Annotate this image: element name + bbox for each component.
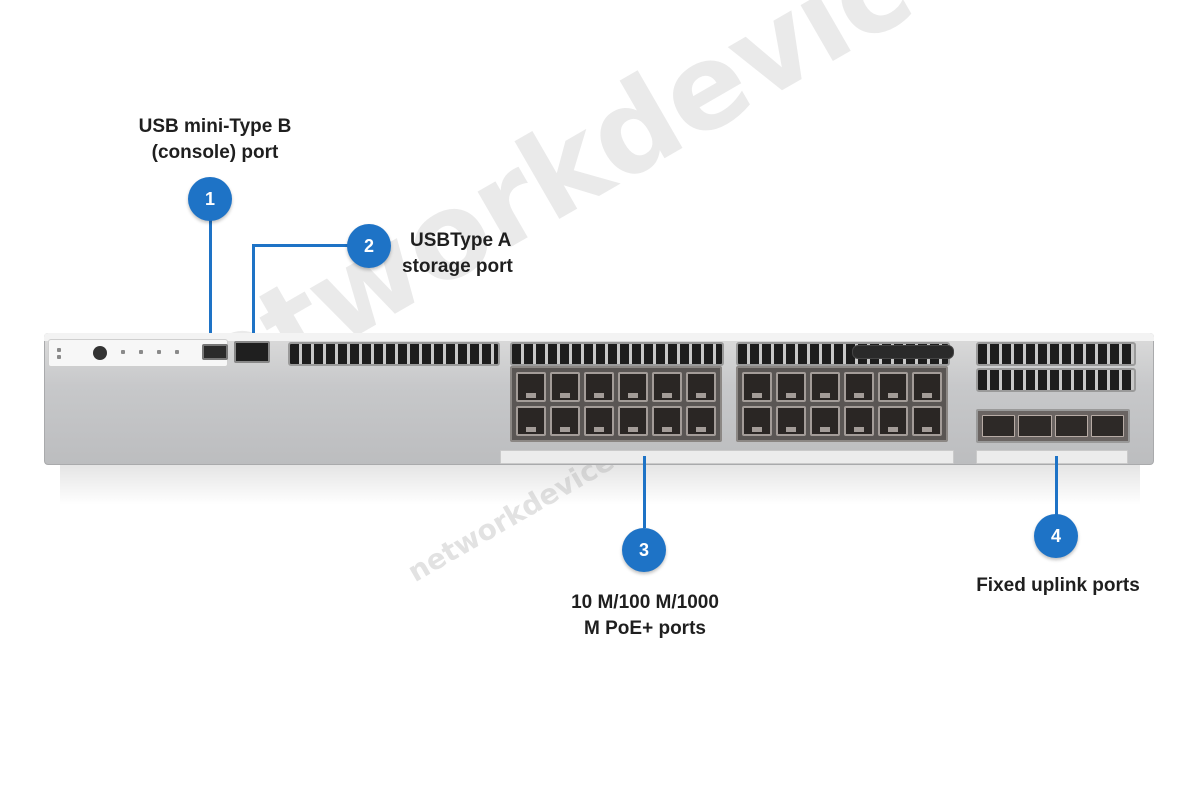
callout-2-label-line-2: storage port xyxy=(402,256,513,277)
usb-type-a-storage-port xyxy=(234,341,270,363)
rj45-port xyxy=(686,372,716,402)
rj45-port xyxy=(686,406,716,436)
chassis-top-edge xyxy=(44,333,1154,341)
callout-2-marker: 2 xyxy=(347,224,391,268)
sfp-port xyxy=(982,415,1016,437)
callout-1-label-line-1: USB mini-Type B xyxy=(138,116,292,137)
callout-1-marker: 1 xyxy=(188,177,232,221)
callout-4-marker: 4 xyxy=(1034,514,1078,558)
rj45-port xyxy=(652,372,682,402)
rj45-port xyxy=(516,372,546,402)
rj45-port xyxy=(844,372,874,402)
callout-1-leader xyxy=(209,210,212,343)
callout-2-leader-horizontal xyxy=(252,244,348,247)
chassis-reflection xyxy=(60,465,1140,505)
port-led-label-strip xyxy=(500,450,954,464)
rj45-port xyxy=(742,372,772,402)
rj45-port xyxy=(912,372,942,402)
sfp-uplink-block xyxy=(976,409,1130,443)
rj45-port xyxy=(618,406,648,436)
callout-3-marker: 3 xyxy=(622,528,666,572)
callout-3-label-line-2: M PoE+ ports xyxy=(584,618,706,639)
rj45-port xyxy=(810,406,840,436)
rj45-port xyxy=(776,406,806,436)
vent-left xyxy=(288,342,500,366)
callout-3-label: 10 M/100 M/1000 M PoE+ ports xyxy=(540,590,750,642)
sfp-port xyxy=(1018,415,1052,437)
rj45-port xyxy=(584,372,614,402)
rj45-port xyxy=(844,406,874,436)
rj45-port xyxy=(878,406,908,436)
rj45-port xyxy=(776,372,806,402)
rj45-port-block-right xyxy=(736,366,948,442)
callout-2-label: USBType A storage port xyxy=(402,228,542,280)
callout-1-label-line-2: (console) port xyxy=(151,142,279,163)
rj45-port xyxy=(810,372,840,402)
callout-2-label-line-1: USBType A xyxy=(410,230,512,251)
sfp-port xyxy=(1090,415,1124,437)
callout-3-leader xyxy=(643,456,646,528)
rj45-port-block-left xyxy=(510,366,722,442)
rj45-port xyxy=(742,406,772,436)
rj45-port xyxy=(550,372,580,402)
uplink-led-label-strip xyxy=(976,450,1128,464)
rj45-port xyxy=(618,372,648,402)
callout-2-leader-vertical xyxy=(252,244,255,342)
callout-3-label-line-1: 10 M/100 M/1000 xyxy=(571,592,719,613)
rj45-port xyxy=(584,406,614,436)
rj45-port xyxy=(516,406,546,436)
usb-mini-b-console-port xyxy=(202,344,228,360)
sfp-port xyxy=(1054,415,1088,437)
vent-right-bottom xyxy=(976,368,1136,392)
rj45-port xyxy=(878,372,908,402)
rj45-port xyxy=(652,406,682,436)
model-badge xyxy=(852,345,954,359)
status-led-panel xyxy=(48,339,228,367)
callout-1-label: USB mini-Type B (console) port xyxy=(120,114,310,166)
mode-button xyxy=(93,346,107,360)
callout-4-label-line-1: Fixed uplink ports xyxy=(976,575,1140,596)
callout-4-leader xyxy=(1055,456,1058,518)
rj45-port xyxy=(550,406,580,436)
rj45-port xyxy=(912,406,942,436)
callout-4-label: Fixed uplink ports xyxy=(960,573,1156,599)
vent-right-top xyxy=(976,342,1136,366)
vent-middle-left xyxy=(510,342,724,366)
